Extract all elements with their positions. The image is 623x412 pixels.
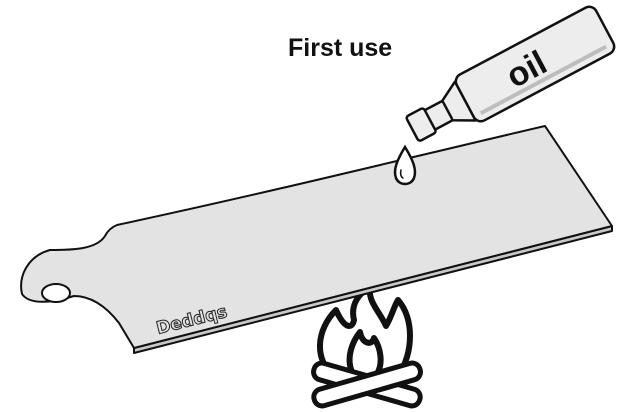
crossed-logs-icon xyxy=(312,361,423,408)
cutting-board: Deddqs xyxy=(21,126,612,353)
board-surface xyxy=(21,126,612,348)
oil-drop-icon xyxy=(395,147,415,184)
board-hanging-hole xyxy=(42,284,70,302)
oil-bottle-icon: oil xyxy=(400,4,617,152)
inner-flame xyxy=(350,332,381,372)
